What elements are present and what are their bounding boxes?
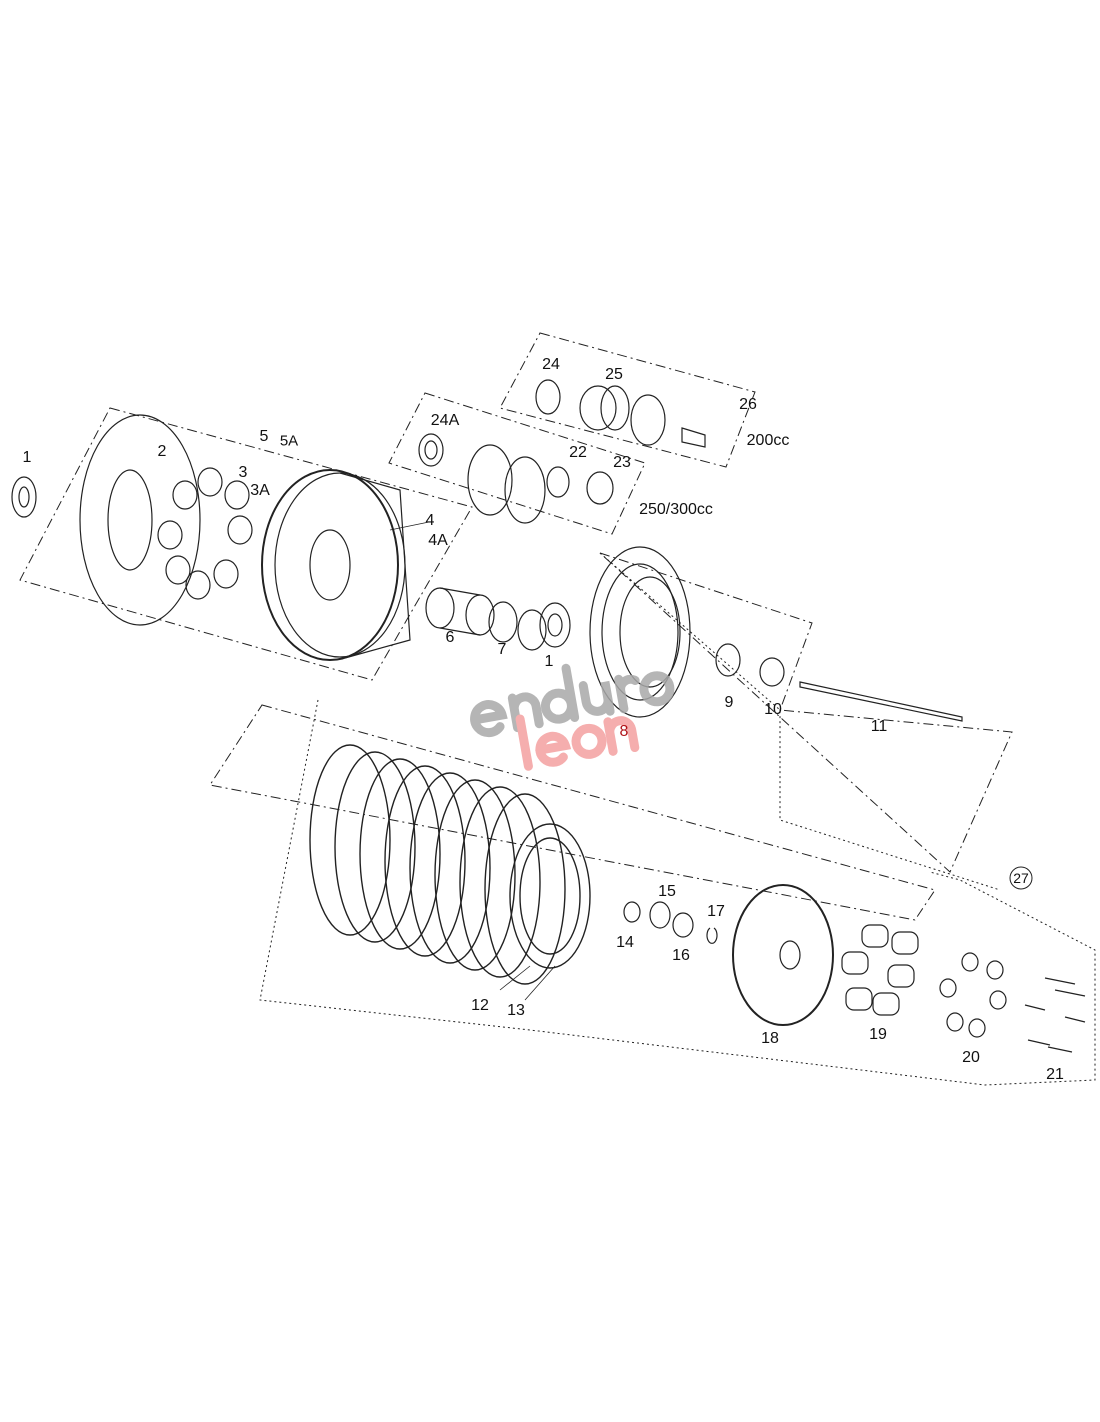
label-part-14: 14 (616, 934, 634, 951)
label-part-11: 11 (870, 718, 888, 735)
label-part-24a: 24A (430, 412, 460, 429)
part-11-rod (799, 681, 963, 722)
label-part-27: 27 (1013, 870, 1029, 886)
label-part-8: 8 (619, 723, 629, 740)
label-part-13: 13 (507, 1002, 525, 1019)
group-box-200 (499, 332, 756, 468)
group-box-250 (388, 392, 646, 535)
label-part-20: 20 (962, 1049, 980, 1066)
label-part-5: 5 (259, 428, 269, 445)
label-part-9: 9 (724, 694, 734, 711)
label-part-3a: 3A (250, 482, 270, 499)
label-250-300cc: 250/300cc (639, 501, 713, 518)
label-part-16: 16 (672, 947, 690, 964)
group-box-plates (259, 699, 1096, 1086)
part-21-bolts (1024, 977, 1086, 1053)
part-18-pressure-plate (732, 884, 834, 1026)
label-part-23: 23 (613, 454, 631, 471)
label-part-5a: 5A (279, 432, 299, 450)
label-part-24: 24 (542, 356, 560, 373)
group-box-hub-dotted (599, 552, 1001, 891)
watermark-enduro (470, 663, 675, 738)
label-part-4: 4 (425, 512, 435, 529)
label-part-25: 25 (605, 366, 623, 383)
label-part-15: 15 (658, 883, 676, 900)
label-part-2: 2 (157, 443, 167, 460)
label-part-17: 17 (707, 903, 725, 920)
label-part-6: 6 (445, 629, 455, 646)
watermark-leon (515, 714, 640, 771)
label-part-7: 7 (497, 641, 507, 658)
label-part-21: 21 (1046, 1066, 1064, 1083)
callout-circle-27 (1009, 866, 1033, 890)
label-part-12: 12 (471, 997, 489, 1014)
label-part-4a: 4A (428, 532, 448, 549)
label-200cc: 200cc (746, 432, 790, 449)
label-part-1b: 1 (544, 653, 554, 670)
group-box-hub (209, 704, 936, 921)
part-1-washer (11, 476, 37, 518)
group-box-basket (19, 407, 473, 681)
part-3-dampers (157, 467, 253, 600)
part-12-13-plates (309, 744, 591, 985)
part-4-basket (261, 469, 411, 661)
part-20-washers (939, 952, 1007, 1038)
label-part-10: 10 (764, 701, 782, 718)
label-part-26: 26 (739, 396, 757, 413)
label-part-19: 19 (869, 1026, 887, 1043)
label-part-1: 1 (22, 449, 32, 466)
part-8-hub (589, 546, 691, 718)
watermark-logo (470, 663, 675, 771)
label-part-3: 3 (238, 464, 248, 481)
label-part-18: 18 (761, 1030, 779, 1047)
group-box-shaft (599, 552, 1013, 873)
label-part-22: 22 (569, 444, 587, 461)
part-19-springs (841, 924, 919, 1016)
part-2 (79, 414, 201, 626)
